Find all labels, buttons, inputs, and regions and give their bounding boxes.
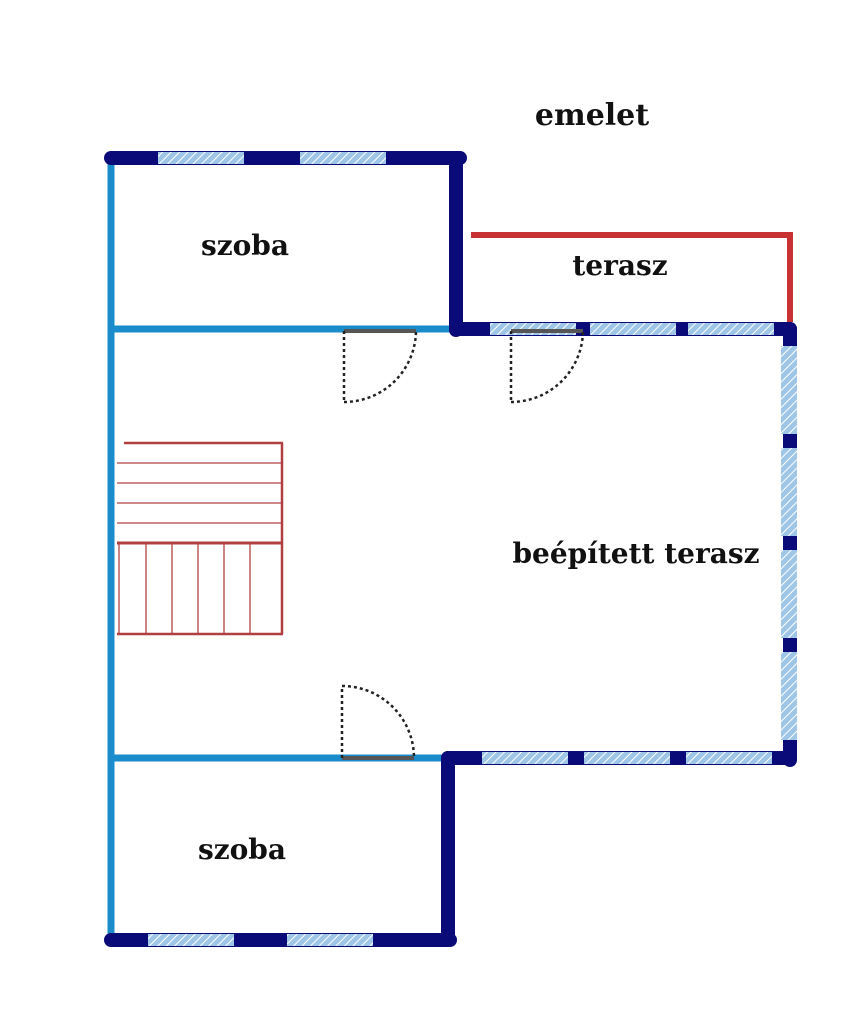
window — [482, 752, 568, 764]
window — [584, 752, 670, 764]
window — [688, 323, 774, 335]
room-label-terasz: terasz — [572, 249, 667, 282]
floor-title: emelet — [535, 98, 649, 133]
room-label-bottom-szoba: szoba — [198, 833, 286, 866]
window — [590, 323, 676, 335]
window — [781, 652, 797, 740]
door — [342, 329, 418, 404]
window — [781, 448, 797, 536]
window — [781, 550, 797, 638]
staircase — [117, 441, 284, 636]
window — [148, 934, 234, 946]
room-label-top-szoba: szoba — [201, 229, 289, 262]
inner-walls — [107, 158, 456, 940]
window — [300, 152, 386, 164]
terrace-railing — [471, 232, 793, 322]
window — [781, 346, 797, 434]
window — [287, 934, 373, 946]
door — [509, 329, 585, 404]
door — [340, 684, 416, 760]
window — [686, 752, 772, 764]
window — [158, 152, 244, 164]
room-label-beepitett-terasz: beépített terasz — [512, 537, 759, 570]
doors — [340, 329, 585, 760]
